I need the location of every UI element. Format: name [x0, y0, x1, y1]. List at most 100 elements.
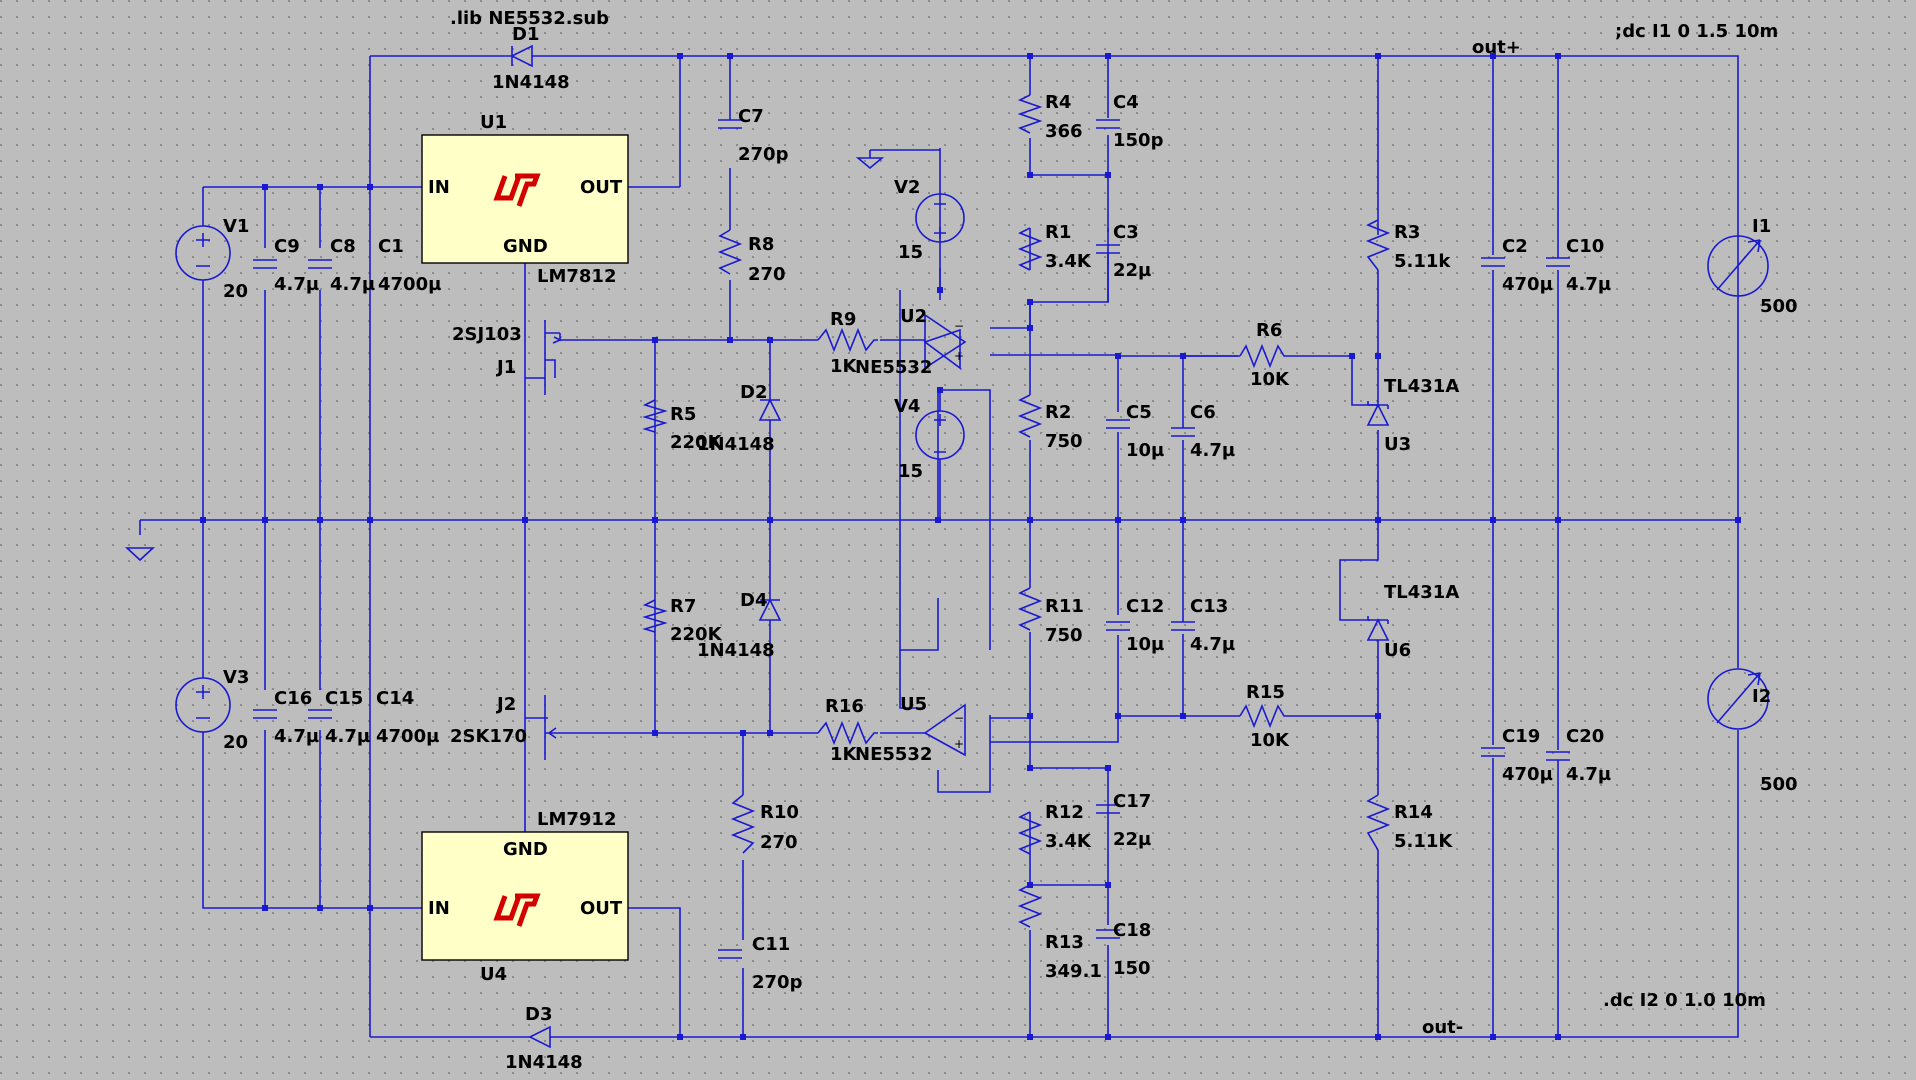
c8-value: 4.7µ — [330, 274, 375, 295]
r5-value: 220K — [670, 432, 723, 453]
opamp-u2[interactable]: − + — [923, 313, 967, 370]
j1-ref: J1 — [495, 357, 516, 378]
v1-ref: V1 — [223, 216, 249, 237]
c12-ref: C12 — [1126, 596, 1164, 617]
v4-value: 15 — [898, 461, 923, 482]
u2-part: NE5532 — [855, 357, 932, 378]
r1-ref: R1 — [1045, 222, 1071, 243]
c3-ref: C3 — [1113, 222, 1139, 243]
c2-ref: C2 — [1502, 236, 1528, 257]
d4-ref: D4 — [740, 590, 767, 611]
u4-out-pin: OUT — [580, 898, 623, 919]
opamp-u5[interactable]: − + — [923, 703, 966, 757]
r9-value: 1K — [830, 356, 858, 377]
d2-ref: D2 — [740, 382, 767, 403]
u5-ref: U5 — [900, 694, 927, 715]
r5-ref: R5 — [670, 404, 696, 425]
r16-ref: R16 — [825, 696, 864, 717]
c6-ref: C6 — [1190, 402, 1216, 423]
j1-part: 2SJ103 — [452, 324, 522, 345]
c10-value: 4.7µ — [1566, 274, 1611, 295]
voltage-source-v3[interactable] — [175, 677, 231, 733]
svg-text:+: + — [954, 349, 964, 363]
v4-ref: V4 — [894, 396, 920, 417]
tl431-u6[interactable] — [1366, 616, 1390, 641]
r6-value: 10K — [1250, 369, 1290, 390]
jfet-j1[interactable] — [544, 320, 561, 395]
r12-ref: R12 — [1045, 802, 1084, 823]
u6-part: TL431A — [1384, 582, 1459, 603]
c20-ref: C20 — [1566, 726, 1604, 747]
c19-value: 470µ — [1502, 764, 1553, 785]
r14-value: 5.11K — [1394, 831, 1453, 852]
c20-value: 4.7µ — [1566, 764, 1611, 785]
r8-ref: R8 — [748, 234, 774, 255]
lib-directive: .lib NE5532.sub — [450, 8, 609, 29]
c3-value: 22µ — [1113, 260, 1151, 281]
c14-ref: C14 — [376, 688, 414, 709]
dc-directive-2: .dc I2 0 1.0 10m — [1603, 990, 1766, 1011]
c18-value: 150 — [1113, 958, 1151, 979]
junctions — [200, 53, 1741, 1040]
u1-part: LM7812 — [537, 266, 616, 287]
c1-value: 4700µ — [378, 274, 441, 295]
u1-ref: U1 — [480, 112, 507, 133]
capacitor-plates — [253, 119, 1570, 959]
u4-in-pin: IN — [428, 898, 450, 919]
svg-text:+: + — [954, 737, 964, 751]
c13-ref: C13 — [1190, 596, 1228, 617]
current-source-i2[interactable] — [1707, 668, 1769, 730]
c13-value: 4.7µ — [1190, 634, 1235, 655]
c15-ref: C15 — [325, 688, 363, 709]
r4-value: 366 — [1045, 121, 1083, 142]
c19-ref: C19 — [1502, 726, 1540, 747]
d1-value: 1N4148 — [492, 72, 570, 93]
r8-value: 270 — [748, 264, 786, 285]
c4-value: 150p — [1113, 130, 1164, 151]
dc-directive-1: ;dc I1 0 1.5 10m — [1615, 21, 1778, 42]
r7-value: 220K — [670, 624, 723, 645]
r11-value: 750 — [1045, 625, 1083, 646]
r13-ref: R13 — [1045, 932, 1084, 953]
r9-ref: R9 — [830, 309, 856, 330]
voltage-source-v1[interactable] — [175, 225, 231, 281]
svg-text:−: − — [954, 711, 964, 725]
u3-part: TL431A — [1384, 376, 1459, 397]
regulator-u4[interactable]: IN OUT GND — [421, 831, 629, 961]
u1-in-pin: IN — [428, 177, 450, 198]
c16-ref: C16 — [274, 688, 312, 709]
c6-value: 4.7µ — [1190, 440, 1235, 461]
c17-ref: C17 — [1113, 791, 1151, 812]
i1-value: 500 — [1760, 296, 1798, 317]
net-out-pos: out+ — [1472, 37, 1521, 58]
r7-ref: R7 — [670, 596, 696, 617]
diode-bodies — [510, 44, 782, 1049]
r3-ref: R3 — [1394, 222, 1420, 243]
r6-ref: R6 — [1256, 320, 1282, 341]
capacitor-labels: C9 4.7µ C8 4.7µ C1 4700µ C16 4.7µ C15 4.… — [274, 92, 1611, 993]
r4-ref: R4 — [1045, 92, 1071, 113]
d1-ref: D1 — [512, 24, 539, 45]
voltage-source-v2[interactable] — [855, 150, 965, 243]
r15-value: 10K — [1250, 730, 1290, 751]
voltage-source-v4[interactable] — [915, 393, 965, 520]
r10-value: 270 — [760, 832, 798, 853]
c17-value: 22µ — [1113, 829, 1151, 850]
d3-ref: D3 — [525, 1004, 552, 1025]
r10-ref: R10 — [760, 802, 799, 823]
u4-part: LM7912 — [537, 809, 616, 830]
v2-ref: V2 — [894, 177, 920, 198]
r15-ref: R15 — [1246, 682, 1285, 703]
wires — [124, 55, 1739, 1038]
c5-ref: C5 — [1126, 402, 1152, 423]
jfet-j2[interactable] — [544, 695, 560, 760]
r3-value: 5.11k — [1394, 251, 1451, 272]
tl431-u3[interactable] — [1366, 401, 1390, 426]
r2-ref: R2 — [1045, 402, 1071, 423]
u4-gnd-pin: GND — [503, 839, 548, 860]
i2-value: 500 — [1760, 774, 1798, 795]
current-source-i1[interactable] — [1707, 235, 1769, 297]
regulator-u1[interactable]: IN OUT GND — [421, 134, 629, 264]
c18-ref: C18 — [1113, 920, 1151, 941]
